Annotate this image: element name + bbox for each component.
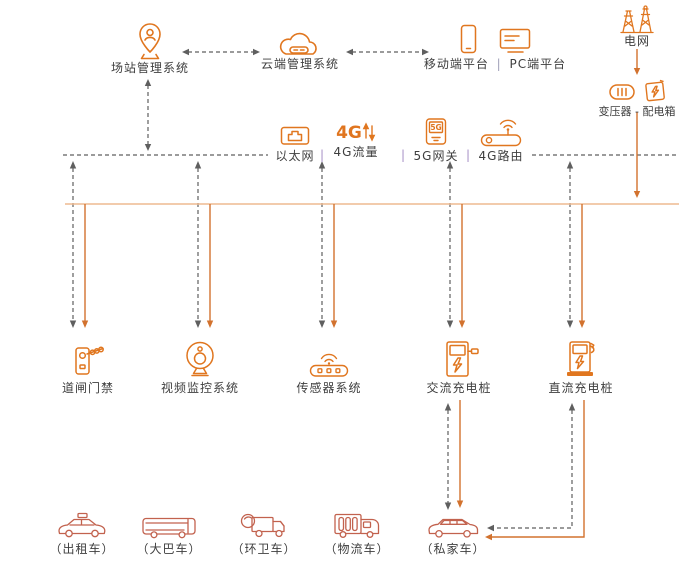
cloud-mgmt-label: 云端管理系统 xyxy=(260,57,339,71)
dc-charger-label: 直流充电桩 xyxy=(548,381,614,395)
cloud-icon xyxy=(279,32,317,55)
transformer-box-label: 变压器 - 配电箱 xyxy=(598,105,676,118)
transformer-icon xyxy=(608,84,635,100)
taxi-icon xyxy=(58,512,106,538)
node-station-mgmt: 场站管理系统 xyxy=(100,21,200,75)
node-logistics-truck: （物流车） xyxy=(315,511,399,556)
sensor-system-label: 传感器系统 xyxy=(296,381,362,395)
4g-router-label: 4G路由 xyxy=(478,149,524,163)
ac-charging-pile-icon xyxy=(446,341,479,377)
door-lock-icon xyxy=(75,346,104,375)
bus-label: （大巴车） xyxy=(136,542,202,556)
node-power-grid: 电网 xyxy=(605,4,669,48)
node-private-car: （私家车） xyxy=(411,511,495,556)
network-separator-1: | xyxy=(320,148,325,162)
platform-separator: | xyxy=(496,57,502,71)
node-gate-access: 道闸门禁 xyxy=(40,338,136,395)
data-arrowheads xyxy=(69,48,576,532)
node-taxi: （出租车） xyxy=(40,511,124,556)
data-line-dc-car xyxy=(493,410,573,529)
power-line-dc-car xyxy=(491,400,585,538)
ac-charger-label: 交流充电桩 xyxy=(426,381,492,395)
mobile-phone-icon xyxy=(460,24,476,54)
node-sensor-system: 传感器系统 xyxy=(281,338,377,395)
node-cloud-mgmt: 云端管理系统 xyxy=(248,30,352,71)
power-grid-label: 电网 xyxy=(623,34,650,48)
sensor-icon xyxy=(309,353,349,377)
node-5g-gateway: 5G 5G网关 xyxy=(408,117,464,163)
station-mgmt-label: 场站管理系统 xyxy=(110,61,189,75)
transmission-tower-icon xyxy=(620,5,654,34)
video-surveillance-label: 视频监控系统 xyxy=(160,381,239,395)
node-ac-charger: 交流充电桩 xyxy=(411,338,507,395)
4g-data-label: 4G流量 xyxy=(333,145,379,159)
power-lines xyxy=(84,49,638,538)
4g-router-icon xyxy=(480,119,522,147)
map-pin-icon xyxy=(139,23,161,60)
node-transformer-box: 变压器 - 配电箱 xyxy=(590,77,680,119)
bus-icon xyxy=(142,517,196,539)
sanitation-truck-label: （环卫车） xyxy=(231,542,297,556)
node-video-surveillance: 视频监控系统 xyxy=(152,338,248,395)
sanitation-truck-icon xyxy=(240,513,285,538)
node-bus: （大巴车） xyxy=(127,511,211,556)
private-car-label: （私家车） xyxy=(420,542,486,556)
data-lines xyxy=(63,51,678,529)
ethernet-label: 以太网 xyxy=(275,149,315,163)
ethernet-port-icon xyxy=(280,126,310,145)
5g-gateway-icon: 5G xyxy=(425,118,447,145)
logistics-truck-label: （物流车） xyxy=(324,542,390,556)
node-sanitation-truck: （环卫车） xyxy=(222,511,306,556)
4g-traffic-icon: 4G xyxy=(336,122,376,142)
node-platforms: 移动端平台 | PC端平台 xyxy=(424,22,566,71)
node-4g-data: 4G 4G流量 xyxy=(328,122,384,159)
taxi-label: （出租车） xyxy=(49,542,115,556)
power-arrowheads xyxy=(81,68,641,541)
network-separator-3: | xyxy=(466,148,471,162)
distribution-box-icon xyxy=(644,79,665,102)
5g-gateway-label: 5G网关 xyxy=(413,149,459,163)
mobile-platform-label: 移动端平台 xyxy=(423,57,489,71)
pc-platform-label: PC端平台 xyxy=(509,57,567,71)
platforms-label: 移动端平台 | PC端平台 xyxy=(424,57,566,71)
node-dc-charger: 直流充电桩 xyxy=(533,338,629,395)
node-4g-router: 4G路由 xyxy=(473,115,529,163)
dc-charging-pile-icon xyxy=(567,341,595,376)
network-separator-2: | xyxy=(401,148,406,162)
private-car-icon xyxy=(428,518,479,538)
node-ethernet: 以太网 xyxy=(268,126,322,163)
gate-access-label: 道闸门禁 xyxy=(61,381,114,395)
up-down-arrows-icon xyxy=(362,122,376,142)
logistics-truck-icon xyxy=(334,513,380,538)
webcam-icon xyxy=(186,341,214,377)
5g-icon-text: 5G xyxy=(430,123,441,132)
pc-monitor-icon xyxy=(499,28,530,53)
